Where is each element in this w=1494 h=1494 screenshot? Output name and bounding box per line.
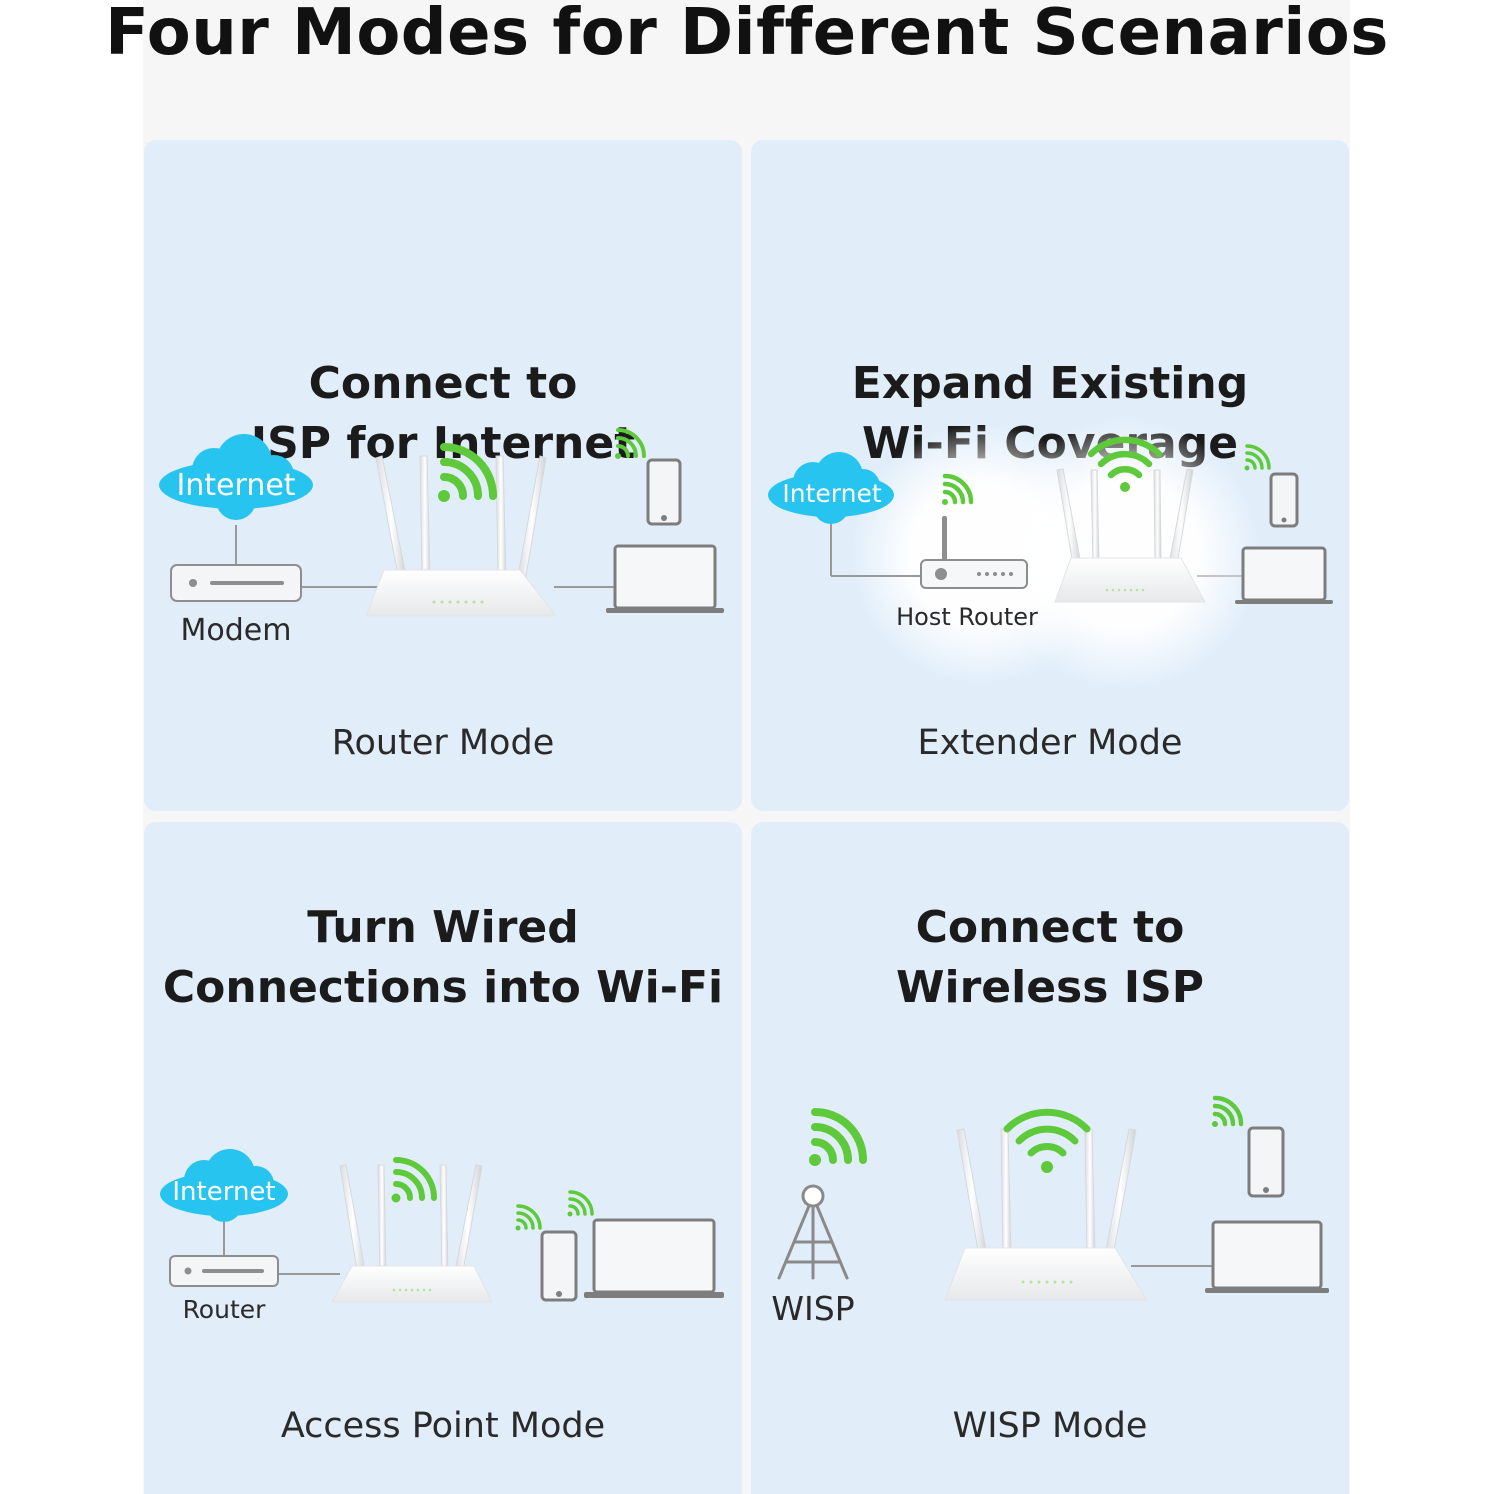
coverage-area [990, 419, 1260, 689]
phone-icon [540, 1230, 578, 1302]
phone-icon [646, 458, 682, 526]
router-icon [331, 1164, 493, 1303]
cloud-icon: Internet [159, 434, 313, 520]
wifi-icon [809, 1108, 867, 1166]
router-mode-diagram: Internet Modem [159, 428, 724, 648]
wifi-icon [438, 443, 497, 502]
heading-line-2: Wireless ISP [895, 962, 1205, 1013]
wisp-label: WISP [771, 1289, 854, 1328]
cloud-label: Internet [782, 479, 881, 508]
access-point-mode-panel: Turn Wired Connections into Wi-Fi Intern… [144, 822, 742, 1494]
extender-mode-label: Extender Mode [917, 723, 1183, 763]
heading-line-1: Turn Wired [307, 902, 579, 953]
wifi-icon [515, 1204, 542, 1231]
wisp-mode-panel: Connect to Wireless ISP WISP [751, 822, 1349, 1494]
laptop-icon [1235, 546, 1333, 604]
router-icon [944, 1128, 1148, 1301]
extender-mode-diagram: Internet Host Router [768, 419, 1333, 689]
laptop-icon [606, 544, 724, 613]
heading-line-1: Connect to [308, 358, 578, 409]
router-mode-label: Router Mode [331, 723, 555, 763]
wifi-icon [1212, 1095, 1244, 1127]
wifi-icon [942, 473, 974, 505]
wifi-icon [1087, 436, 1163, 492]
wifi-icon [1244, 444, 1271, 471]
access-point-mode-label: Access Point Mode [280, 1406, 606, 1446]
modem-icon [170, 564, 302, 602]
wifi-icon [391, 1157, 437, 1203]
wifi-icon [615, 428, 646, 459]
phone-icon [1247, 1126, 1285, 1198]
extender-mode-panel: Expand Existing Wi-Fi Coverage Internet [751, 140, 1349, 811]
page-title: Four Modes for Different Scenarios [105, 0, 1389, 70]
host-router-label: Host Router [896, 603, 1038, 631]
wifi-icon [1003, 1108, 1091, 1173]
modem-icon [920, 516, 1028, 589]
router-label: Router [183, 1295, 267, 1324]
heading-line-1: Connect to [915, 902, 1185, 953]
router-icon [365, 455, 558, 617]
heading-line-2: Connections into Wi-Fi [162, 962, 724, 1013]
access-point-mode-diagram: Internet Router [160, 1149, 724, 1324]
cloud-icon: Internet [160, 1149, 288, 1222]
wifi-icon [567, 1190, 594, 1217]
tower-icon [777, 1184, 849, 1280]
router-mode-panel: Connect to ISP for Internet Internet Mod… [144, 140, 742, 811]
cloud-icon: Internet [768, 452, 894, 524]
router-mode-heading: Connect to ISP for Internet [144, 354, 742, 474]
cloud-label: Internet [176, 468, 295, 503]
heading-line-1: Expand Existing [851, 358, 1249, 409]
laptop-icon [1205, 1220, 1329, 1293]
modem-label: Modem [181, 613, 292, 648]
modem-icon [169, 1255, 279, 1287]
router-icon [1054, 468, 1206, 603]
wisp-mode-label: WISP Mode [952, 1406, 1148, 1446]
phone-icon [1269, 472, 1299, 528]
cloud-label: Internet [172, 1177, 275, 1207]
wisp-mode-heading: Connect to Wireless ISP [751, 898, 1349, 1018]
laptop-icon [584, 1218, 724, 1298]
wisp-mode-diagram: WISP [771, 1095, 1329, 1328]
access-point-mode-heading: Turn Wired Connections into Wi-Fi [144, 898, 742, 1018]
